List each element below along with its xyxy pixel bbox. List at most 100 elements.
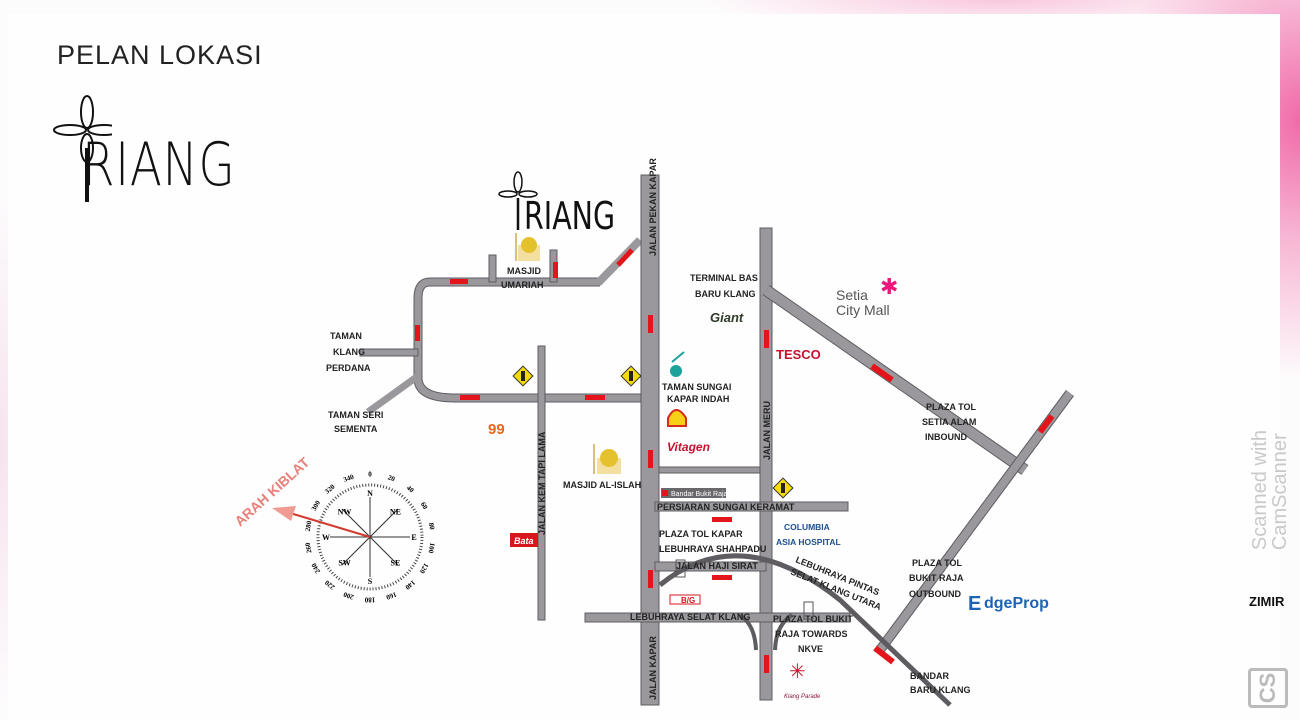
compass-degree-260: 260	[304, 541, 314, 553]
shell-icon	[667, 409, 687, 427]
compass-degree-240: 240	[310, 561, 322, 575]
label-plaza-bukit-raja-out-2: BUKIT RAJA	[909, 573, 964, 583]
label-jalan-kem-tapi-lama: JALAN KEM TAPI LAMA	[537, 431, 547, 535]
petronas-icon	[670, 351, 685, 377]
label-plaza-bukit-raja-nkve-3: NKVE	[798, 644, 823, 654]
label-taman-klang-3: PERDANA	[326, 363, 371, 373]
label-plaza-setia-alam: PLAZA TOL	[926, 402, 976, 412]
compass-point-nw: NW	[338, 508, 352, 517]
road-jalan-kapar	[640, 174, 660, 706]
compass-degree-220: 220	[323, 578, 337, 591]
label-bandar-baru-klang: BANDAR	[910, 671, 949, 681]
camscanner-logo: CS	[1248, 668, 1288, 708]
compass-degree-80: 80	[427, 522, 436, 531]
label-masjid-umariah-2: UMARIAH	[501, 280, 544, 290]
99-speedmart-logo: 99	[488, 421, 505, 438]
label-selat-klang: LEBUHRAYA SELAT KLANG	[630, 612, 750, 622]
setia-city-mall-logo-2: City Mall	[836, 302, 890, 318]
mosque-icon	[515, 233, 540, 261]
label-masjid-umariah: MASJID	[507, 266, 542, 276]
edgeprop-e: E	[968, 593, 981, 615]
compass-degree-200: 200	[342, 590, 355, 601]
compass-degree-60: 60	[419, 501, 430, 511]
big-text: B/G	[681, 596, 695, 605]
arrow-icon	[712, 575, 732, 580]
bata-logo	[510, 533, 538, 547]
compass-degree-0: 0	[368, 471, 372, 479]
klang-parade-logo: Klang Parade	[784, 694, 821, 700]
arrow-icon	[712, 517, 732, 522]
arrow-icon	[450, 279, 468, 284]
compass-degree-340: 340	[342, 473, 355, 484]
compass-degree-300: 300	[310, 499, 322, 513]
bandar-bukit-raja-sign	[661, 488, 726, 498]
arrow-icon	[648, 450, 653, 468]
label-taman-sungai-2: KAPAR INDAH	[667, 394, 729, 404]
traffic-light-icon	[620, 365, 642, 387]
label-bandar-baru-klang-2: BARU KLANG	[910, 685, 971, 695]
page-title: PELAN LOKASI	[57, 40, 263, 70]
label-plaza-setia-alam-2: SETIA ALAM	[922, 417, 976, 427]
edgeprop-text: dgeProp	[984, 595, 1049, 612]
giant-logo: Giant	[710, 310, 744, 325]
label-masjid-al-islah: MASJID AL-ISLAH	[563, 480, 641, 490]
riang-logo-text: RIANG	[82, 130, 236, 200]
compass-point-n: N	[367, 489, 373, 498]
label-terminal-bas-2: BARU KLANG	[695, 289, 756, 299]
compass-point-s: S	[368, 577, 373, 586]
camscanner-text: CamScanner	[1269, 433, 1291, 551]
label-taman-klang: TAMAN	[330, 331, 362, 341]
scanned-with-text: Scanned with	[1249, 430, 1271, 551]
arrow-icon	[585, 395, 605, 400]
compass-degree-140: 140	[403, 578, 417, 591]
edgeprop-logo: E dgeProp	[968, 593, 1049, 615]
arrow-icon	[460, 395, 480, 400]
label-bandar-bukit-raja: Bandar Bukit Raja	[671, 491, 728, 498]
mosque-icon	[593, 444, 621, 474]
compass-degree-160: 160	[385, 590, 398, 601]
user-watermark: ZIMIR	[1249, 594, 1285, 609]
compass-degree-180: 180	[364, 595, 375, 603]
label-plaza-bukit-raja-out-3: OUTBOUND	[909, 589, 961, 599]
big-logo	[669, 594, 701, 605]
label-haji-sirat: JALAN HAJI SIRAT	[676, 561, 758, 571]
kiblat-arrow-icon	[272, 506, 296, 521]
setia-city-mall-logo: Setia	[836, 287, 868, 303]
compass-degree-100: 100	[427, 542, 437, 554]
label-plaza-tol-kapar: PLAZA TOL KAPAR	[659, 529, 743, 539]
tesco-logo: TESCO	[776, 347, 821, 362]
compass-point-sw: SW	[338, 558, 350, 567]
arrow-icon	[764, 655, 769, 673]
map-riang-logo: RIANG	[498, 171, 615, 238]
label-taman-seri: TAMAN SERI	[328, 410, 383, 420]
map-riang-text: RIANG	[524, 194, 615, 238]
compass-degree-320: 320	[323, 482, 337, 495]
road-haji-sirat	[654, 561, 767, 572]
compass-point-ne: NE	[390, 508, 401, 517]
label-arah-kiblat: ARAH KIBLAT	[231, 454, 312, 530]
compass-degree-20: 20	[387, 473, 397, 483]
compass-degree-280: 280	[304, 520, 314, 532]
arrow-icon	[415, 325, 420, 341]
road-persiaran	[654, 501, 849, 512]
label-jalan-meru: JALAN MERU	[762, 401, 772, 460]
compass-degree-120: 120	[418, 562, 430, 576]
label-plaza-bukit-raja-nkve-2: RAJA TOWARDS	[775, 629, 848, 639]
label-taman-seri-2: SEMENTA	[334, 424, 378, 434]
compass-degree-40: 40	[405, 484, 416, 495]
label-plaza-tol-kapar-2: LEBUHRAYA SHAHPADU	[659, 544, 766, 554]
compass-point-e: E	[411, 533, 416, 542]
road-selat-klang	[584, 612, 851, 623]
traffic-light-icon	[772, 477, 794, 499]
label-taman-sungai: TAMAN SUNGAI	[662, 382, 731, 392]
arrow-icon	[648, 315, 653, 333]
traffic-light-icons	[512, 365, 794, 499]
label-terminal-bas: TERMINAL BAS	[690, 273, 758, 283]
riang-flower-icon	[53, 95, 112, 202]
label-taman-klang-2: KLANG	[333, 347, 365, 357]
arrow-icon	[553, 262, 558, 278]
compass-point-se: SE	[391, 558, 401, 567]
arrow-icon	[648, 570, 653, 588]
